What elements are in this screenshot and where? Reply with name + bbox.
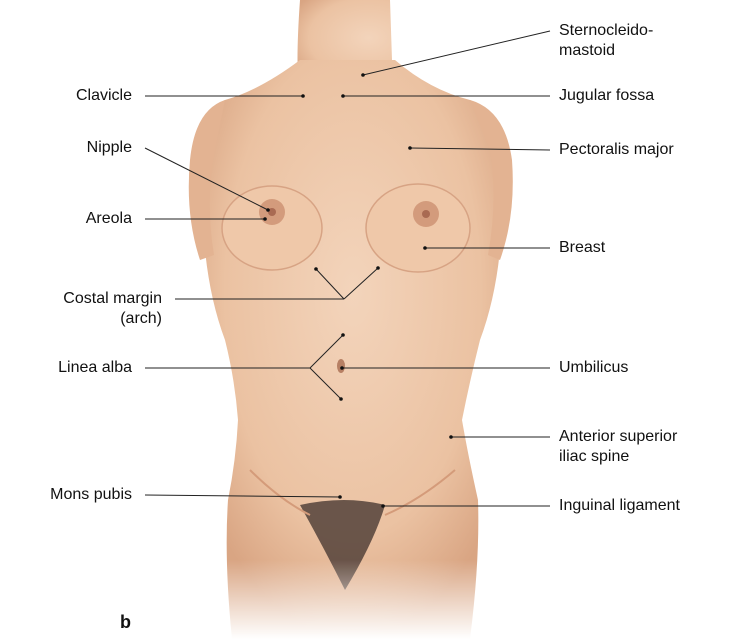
- label-umbilicus: Umbilicus: [559, 358, 628, 378]
- label-sternocleidomastoid-line2: mastoid: [559, 41, 615, 61]
- label-nipple: Nipple: [87, 138, 132, 158]
- label-inguinal-ligament: Inguinal ligament: [559, 496, 680, 516]
- right-nipple-shape: [422, 210, 430, 218]
- panel-letter: b: [120, 612, 131, 633]
- label-mons-pubis: Mons pubis: [50, 485, 132, 505]
- label-costal-margin-line2: (arch): [120, 309, 162, 329]
- label-areola: Areola: [86, 209, 132, 229]
- right-breast-shape: [366, 184, 470, 272]
- label-pectoralis-major: Pectoralis major: [559, 140, 674, 160]
- umbilicus-shape: [337, 359, 345, 373]
- left-breast-shape: [222, 186, 322, 270]
- label-asis-line1: Anterior superior: [559, 427, 677, 447]
- label-linea-alba: Linea alba: [58, 358, 132, 378]
- label-clavicle: Clavicle: [76, 86, 132, 106]
- label-asis-line2: iliac spine: [559, 447, 629, 467]
- label-sternocleidomastoid-line1: Sternocleido-: [559, 21, 653, 41]
- label-jugular-fossa: Jugular fossa: [559, 86, 654, 106]
- label-costal-margin-line1: Costal margin: [63, 289, 162, 309]
- label-breast: Breast: [559, 238, 605, 258]
